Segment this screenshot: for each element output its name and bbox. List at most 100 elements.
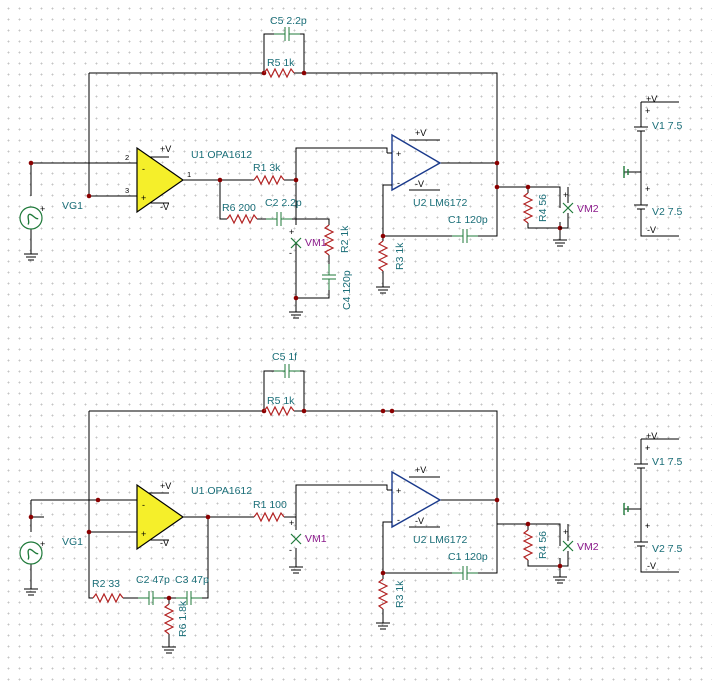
top-vg1-label: VG1 (62, 200, 83, 212)
top-vm1-label: VM1 (305, 237, 327, 249)
bottom-ground-icon (23, 582, 39, 596)
top-r6-label: R6 200 (222, 202, 256, 214)
bottom-supply-neg-rail: -V (647, 561, 656, 571)
top-r1-resistor[interactable] (253, 175, 285, 185)
top-r3-label: R3 1k (394, 242, 406, 270)
top-circuit: C5 2.2p R5 1k U1 OPA1612 R1 3k R6 200 C2… (19, 15, 683, 319)
top-r4-resistor[interactable] (523, 192, 533, 224)
bottom-vm1-meter[interactable] (290, 533, 302, 545)
top-wires (30, 33, 679, 306)
bottom-u2-pos-rail: +V (415, 465, 426, 475)
bottom-c5-capacitor[interactable] (273, 363, 301, 379)
bottom-r1-resistor[interactable] (253, 512, 285, 522)
bottom-r5-resistor[interactable] (263, 406, 295, 416)
bottom-supply-pos-rail: +V (646, 431, 657, 441)
top-u1-pos-rail: +V (160, 144, 171, 154)
top-c5-capacitor[interactable] (273, 26, 301, 42)
bottom-c1-capacitor[interactable] (451, 565, 479, 581)
bottom-vm2-label: VM2 (577, 541, 599, 553)
top-vm2-plus-sign: + (563, 190, 568, 200)
bottom-u1-neg-rail: -V (160, 538, 169, 548)
top-u1-neg-rail: -V (160, 202, 169, 212)
top-c1-label: C1 120p (448, 214, 488, 226)
bottom-u2-minus-sign: - (397, 515, 400, 525)
bottom-junction (86, 529, 92, 535)
bottom-v1-battery[interactable] (633, 454, 649, 476)
bottom-r6-label: R6 1.8k (177, 600, 189, 637)
top-junction (494, 160, 500, 166)
top-v2-label: V2 7.5 (652, 206, 683, 218)
bottom-u1-minus-sign: - (142, 500, 145, 510)
top-v1-plus-sign: + (645, 106, 650, 116)
top-u1-minus-sign: - (142, 164, 145, 174)
top-ground-icon (552, 233, 568, 247)
top-r5-resistor[interactable] (263, 68, 295, 78)
bottom-ground-icon (161, 640, 177, 654)
bottom-r4-resistor[interactable] (523, 529, 533, 561)
top-v2-battery[interactable] (633, 195, 649, 217)
bottom-vm1-minus-sign: - (289, 545, 292, 555)
bottom-vm2-meter[interactable] (562, 540, 574, 552)
bottom-r5-label: R5 1k (267, 395, 295, 407)
bottom-v2-plus-sign: + (645, 521, 650, 531)
top-junction (293, 177, 299, 183)
top-vg1-plus-sign: + (40, 204, 45, 214)
top-r5-label: R5 1k (267, 57, 295, 69)
top-c2-capacitor[interactable] (265, 211, 293, 227)
top-junction (293, 295, 299, 301)
top-r4-label: R4 56 (537, 194, 549, 222)
bottom-v1-plus-sign: + (645, 443, 650, 453)
bottom-junction (166, 595, 172, 601)
bottom-ground-icon (375, 616, 391, 630)
top-r3-resistor[interactable] (378, 240, 388, 272)
bottom-junction (494, 497, 500, 503)
top-junction (28, 160, 34, 166)
top-u2-opamp[interactable] (391, 133, 442, 192)
top-r6-resistor[interactable] (226, 214, 258, 224)
top-u2-pos-rail: +V (415, 128, 426, 138)
bottom-c5-label: C5 1f (272, 351, 297, 363)
bottom-v2-battery[interactable] (633, 532, 649, 554)
top-u1-opamp[interactable] (136, 146, 185, 214)
top-c5-label: C5 2.2p (270, 15, 307, 27)
bottom-wires (30, 370, 679, 641)
top-u1-pin1: 1 (187, 170, 191, 179)
top-v1-label: V1 7.5 (652, 120, 683, 132)
bottom-vm1-plus-sign: + (289, 518, 294, 528)
top-junction (217, 177, 223, 183)
bottom-u2-opamp[interactable] (391, 470, 442, 529)
top-vm2-meter[interactable] (562, 202, 574, 214)
top-ground-icon (375, 280, 391, 294)
bottom-u1-pos-rail: +V (160, 481, 171, 491)
bottom-junction (557, 563, 563, 569)
top-junction (301, 70, 307, 76)
top-vg1-source[interactable] (19, 206, 43, 230)
bottom-c1-label: C1 120p (448, 551, 488, 563)
bottom-r4-label: R4 56 (537, 531, 549, 559)
bottom-c2-capacitor[interactable] (137, 590, 165, 606)
bottom-junction (389, 408, 395, 414)
bottom-junction (28, 514, 34, 520)
bottom-r2-label: R2 33 (92, 578, 120, 590)
top-u1-pin3: 3 (125, 186, 129, 195)
top-v2-plus-sign: + (645, 184, 650, 194)
bottom-r2-resistor[interactable] (92, 593, 124, 603)
bottom-junction (95, 497, 101, 503)
top-c1-capacitor[interactable] (451, 228, 479, 244)
bottom-u1-opamp[interactable] (136, 483, 185, 551)
top-junction (380, 233, 386, 239)
bottom-r1-label: R1 100 (253, 499, 287, 511)
top-u1-plus-sign: + (141, 193, 146, 203)
bottom-junction (380, 570, 386, 576)
top-c4-capacitor[interactable] (321, 263, 337, 291)
top-v1-battery[interactable] (633, 117, 649, 139)
bottom-vg1-source[interactable] (19, 541, 43, 565)
bottom-vg1-label: VG1 (62, 536, 83, 548)
top-supply-ground-icon (623, 166, 629, 178)
top-vm1-minus-sign: - (289, 248, 292, 258)
bottom-r6-resistor[interactable] (164, 603, 174, 635)
top-supply-pos-rail: +V (646, 94, 657, 104)
bottom-r3-resistor[interactable] (378, 578, 388, 610)
top-junction (525, 184, 531, 190)
top-r2-label: R2 1k (339, 225, 351, 253)
